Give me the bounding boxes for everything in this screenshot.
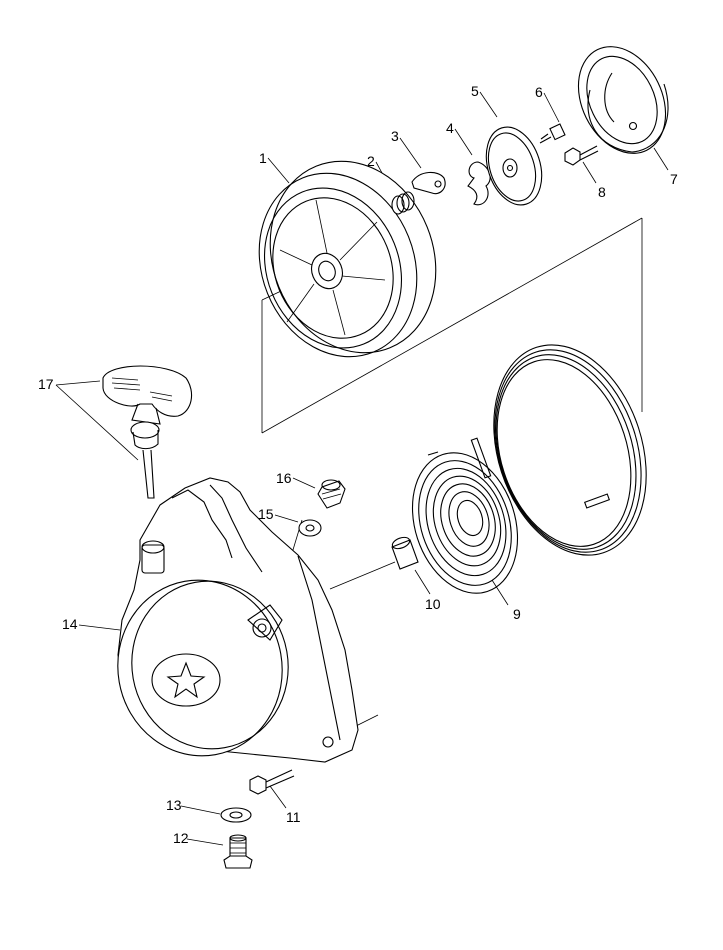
callout-4: 4	[446, 120, 454, 136]
washer-13	[220, 807, 252, 823]
bolt-12	[223, 834, 253, 869]
callout-2: 2	[367, 153, 375, 169]
pawl	[411, 171, 446, 195]
bushing	[391, 536, 419, 570]
callout-10: 10	[425, 596, 441, 612]
callout-12: 12	[173, 830, 189, 846]
plate	[485, 126, 543, 206]
clip	[467, 161, 491, 206]
callout-8: 8	[598, 184, 606, 200]
callout-labels: 1 2 3 4 5 6 7 8 9 10 11 12 13 14 15 16 1…	[38, 83, 678, 846]
plug-16	[317, 479, 346, 509]
callout-9: 9	[513, 606, 521, 622]
small-spring	[391, 191, 415, 215]
callout-14: 14	[62, 616, 78, 632]
callout-16: 16	[276, 470, 292, 486]
screw-6	[539, 123, 566, 144]
cover-cup	[577, 46, 669, 154]
bolt-11	[249, 769, 295, 795]
recoil-spring-coil	[470, 344, 647, 556]
starter-housing	[117, 477, 359, 763]
callout-5: 5	[471, 83, 479, 99]
starter-handle	[102, 365, 193, 499]
callout-1: 1	[259, 150, 267, 166]
washer-15	[298, 519, 322, 537]
callout-11: 11	[286, 809, 301, 825]
callout-3: 3	[391, 128, 399, 144]
spiral-spring	[411, 451, 519, 594]
star-logo-icon	[166, 661, 206, 699]
callout-6: 6	[535, 84, 543, 100]
callout-17: 17	[38, 376, 54, 392]
bolt-8	[564, 145, 599, 166]
callout-15: 15	[258, 506, 274, 522]
callout-13: 13	[166, 797, 182, 813]
callout-7: 7	[670, 171, 678, 187]
